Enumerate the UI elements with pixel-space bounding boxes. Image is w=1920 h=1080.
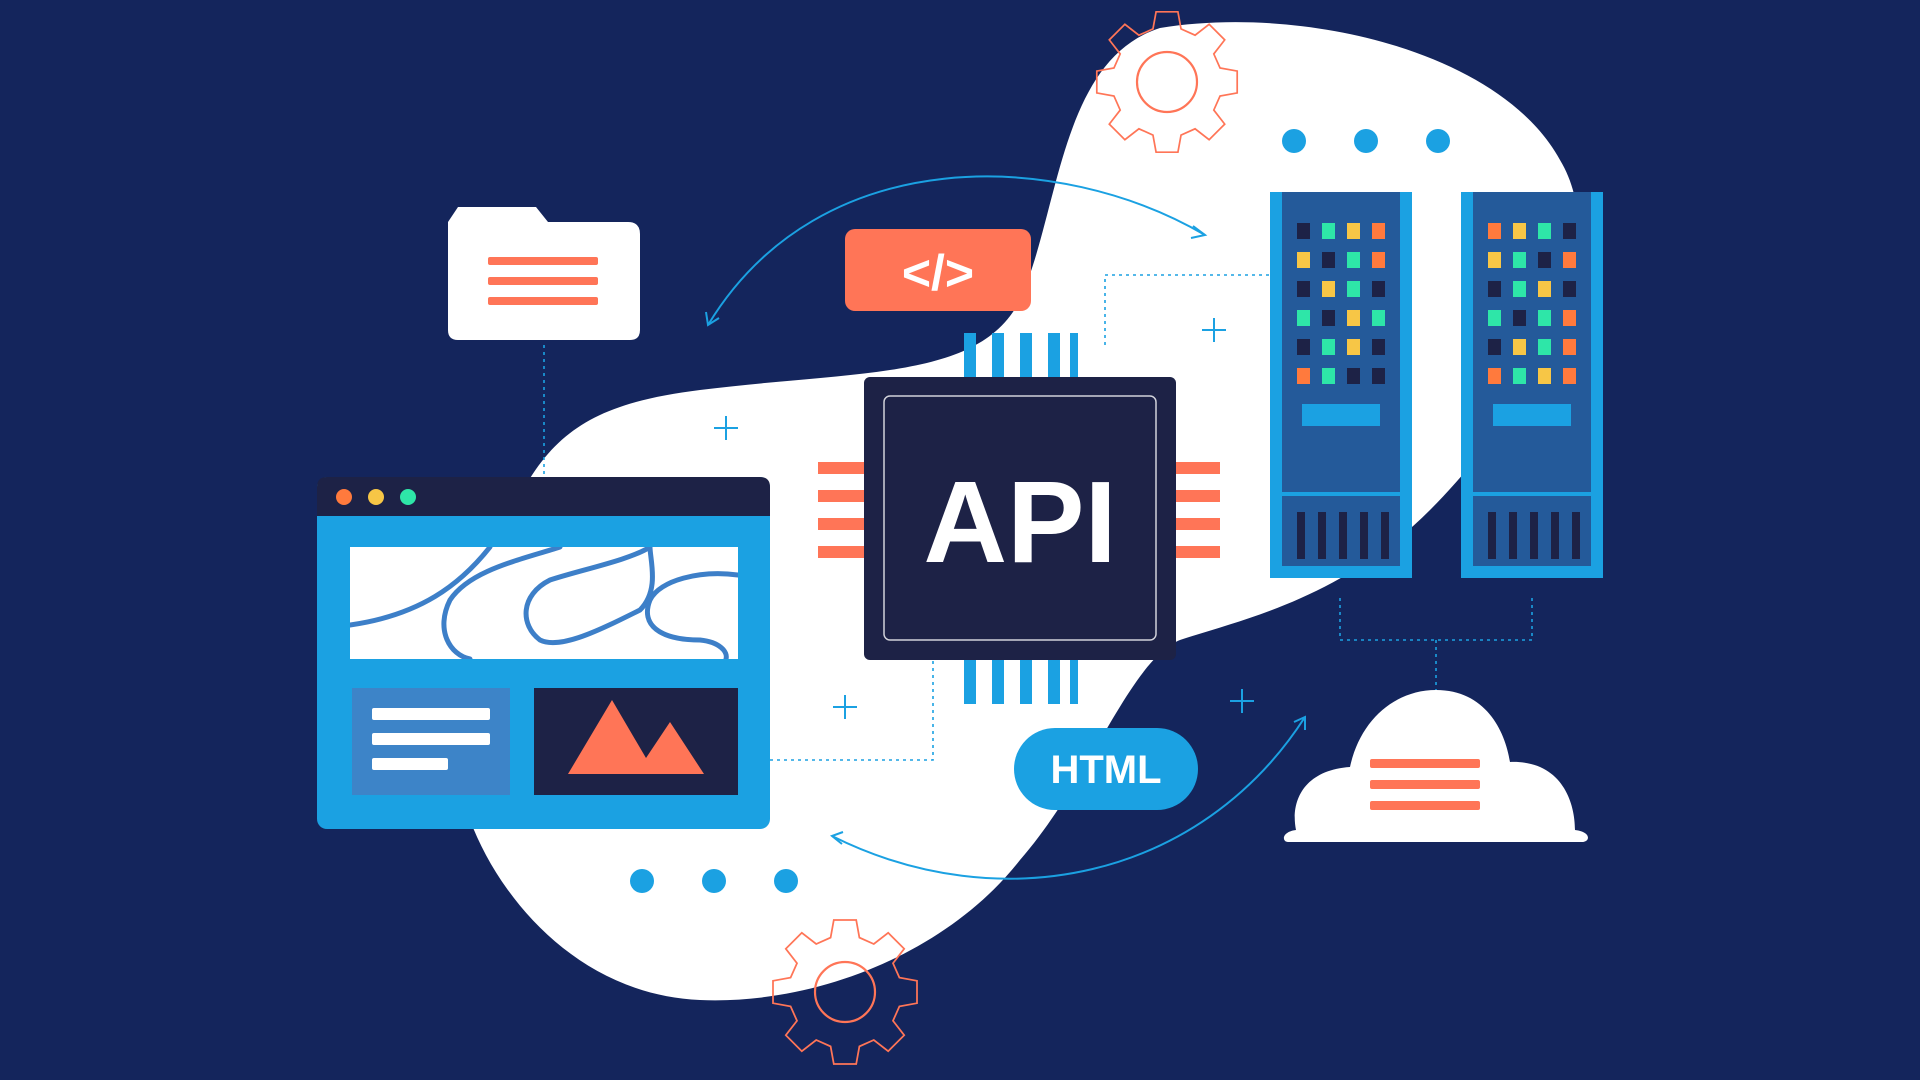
mountain-image-icon xyxy=(568,700,704,774)
server-rack-icon xyxy=(1461,192,1603,578)
window-dot-green xyxy=(400,489,416,505)
gear-icon xyxy=(772,919,918,1065)
arc-arrow-bottom xyxy=(829,715,1306,880)
api-chip-label: API xyxy=(923,457,1116,587)
window-dot-yellow xyxy=(368,489,384,505)
browser-window-icon xyxy=(317,477,770,829)
code-tag-icon: </> xyxy=(845,229,1031,311)
code-tag-label: </> xyxy=(902,245,974,301)
folder-icon xyxy=(448,207,640,340)
html-pill: HTML xyxy=(1014,728,1198,810)
plus-icons xyxy=(714,318,1254,719)
server-rack-icon xyxy=(1270,192,1412,578)
dots-top-right xyxy=(1282,129,1450,153)
html-pill-label: HTML xyxy=(1050,748,1161,792)
cloud-icon xyxy=(1283,690,1588,842)
window-dot-red xyxy=(336,489,352,505)
api-chip-icon: API xyxy=(818,333,1220,704)
arc-arrow-top xyxy=(705,175,1208,327)
server-racks xyxy=(1270,192,1603,578)
dots-bottom-left xyxy=(630,869,798,893)
connector-lines xyxy=(543,274,1533,761)
gear-icon xyxy=(1095,10,1239,154)
